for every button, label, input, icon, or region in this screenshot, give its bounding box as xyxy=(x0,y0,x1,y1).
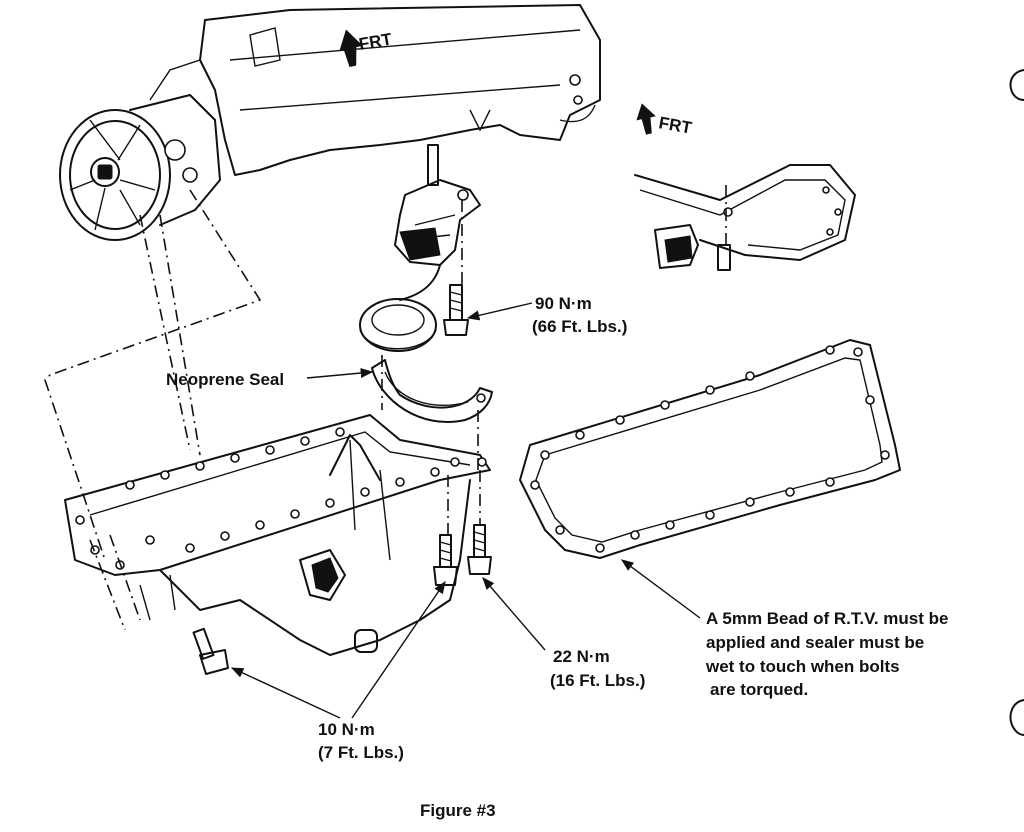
edge-fragment-bottom xyxy=(1009,699,1024,736)
leader-lines xyxy=(230,302,701,719)
oil-pan-gasket xyxy=(519,339,901,559)
oil-pump-assembly xyxy=(359,144,481,352)
torque-90-ft-label: (66 Ft. Lbs.) xyxy=(532,317,627,336)
gasket-bolt-holes xyxy=(530,345,890,553)
frt-label-main: FRT xyxy=(357,29,393,54)
frt-label-detail: FRT xyxy=(657,113,693,138)
torque-22-ft-label: (16 Ft. Lbs.) xyxy=(550,671,645,690)
torque-22-nm-label: 22 N·m xyxy=(553,647,610,666)
oil-pan-bolts-22nm xyxy=(433,470,492,586)
torque-10-nm-label: 10 N·m xyxy=(318,720,375,739)
oil-pump-bolt xyxy=(443,284,469,336)
rear-detail-view xyxy=(634,164,856,271)
torque-90-nm-label: 90 N·m xyxy=(535,294,592,313)
front-direction-arrow-main: FRT xyxy=(339,29,394,68)
edge-fragment-top xyxy=(1009,69,1024,101)
rtv-note-line-3: wet to touch when bolts xyxy=(705,657,900,676)
neoprene-rear-seal xyxy=(371,355,493,470)
oil-pan-bolt-10nm xyxy=(192,627,229,675)
torque-10-ft-label: (7 Ft. Lbs.) xyxy=(318,743,404,762)
neoprene-seal-label: Neoprene Seal xyxy=(166,370,284,389)
front-direction-arrow-detail: FRT xyxy=(636,103,694,138)
rtv-note-line-2: applied and sealer must be xyxy=(706,633,924,652)
harmonic-balancer xyxy=(59,59,221,241)
oil-pan-bolt-holes xyxy=(75,427,487,570)
engine-block xyxy=(199,4,601,176)
oil-pan xyxy=(64,414,491,656)
figure-caption: Figure #3 xyxy=(420,801,496,820)
rtv-note-line-4: are torqued. xyxy=(710,680,808,699)
alignment-lines xyxy=(44,189,262,631)
rtv-note-line-1: A 5mm Bead of R.T.V. must be xyxy=(706,609,948,628)
